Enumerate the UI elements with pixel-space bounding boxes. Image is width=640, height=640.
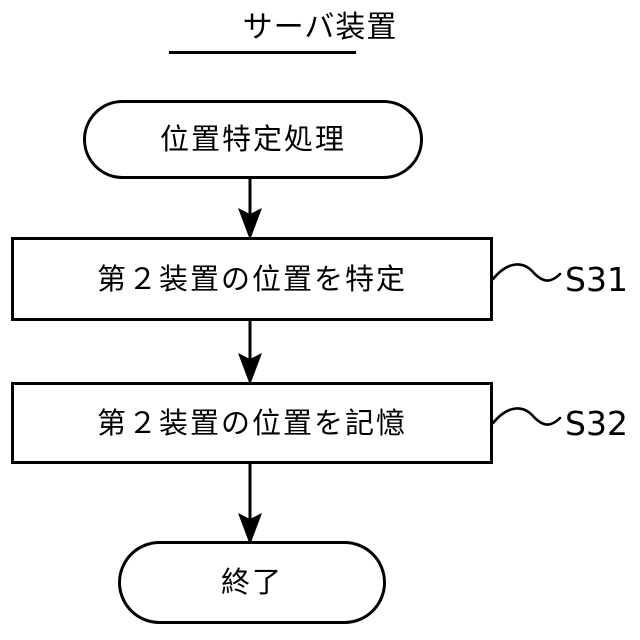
flow-node-end[interactable]: 終了 xyxy=(118,541,386,624)
step-reference-s32: S32 xyxy=(565,404,628,443)
flow-node-step-s32[interactable]: 第２装置の位置を記憶 xyxy=(11,382,493,464)
flow-node-step-s31-label: 第２装置の位置を特定 xyxy=(96,261,407,296)
edge-s32-to-end xyxy=(238,464,262,545)
leader-line-s32 xyxy=(491,407,562,426)
flow-node-start-label: 位置特定処理 xyxy=(159,122,346,156)
step-reference-s31: S31 xyxy=(565,260,628,299)
flow-node-end-label: 終了 xyxy=(220,565,283,599)
flow-node-start[interactable]: 位置特定処理 xyxy=(83,100,423,179)
leader-line-s31 xyxy=(491,263,562,282)
page-title: サーバ装置 xyxy=(242,10,398,45)
flow-node-step-s32-label: 第２装置の位置を記憶 xyxy=(96,405,407,440)
page-title-underline xyxy=(169,51,356,54)
edge-s31-to-s32 xyxy=(238,321,262,385)
flow-node-step-s31[interactable]: 第２装置の位置を特定 xyxy=(11,237,493,321)
edge-start-to-s31 xyxy=(238,179,262,240)
